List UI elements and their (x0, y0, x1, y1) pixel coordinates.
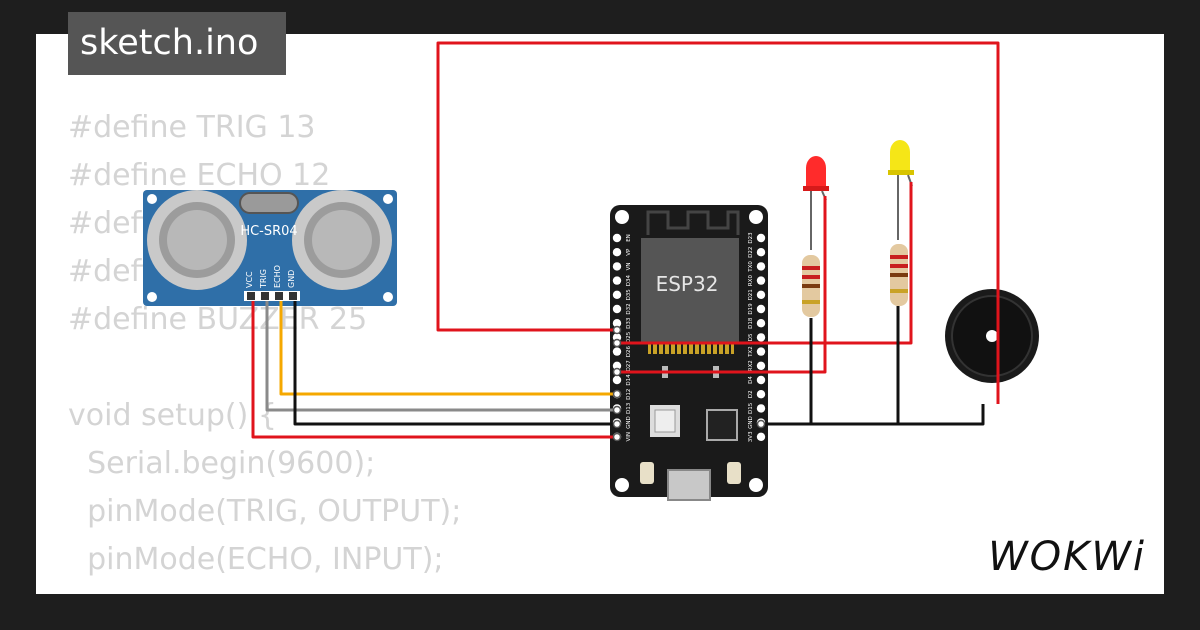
code-line: #define TRIG 13 (68, 110, 316, 145)
board-pin-label: VP (626, 248, 632, 256)
board-pin-d19[interactable] (756, 304, 766, 314)
board-pin-label: EN (626, 234, 632, 242)
wire-gnd-rail (761, 404, 985, 426)
board-pin-d21[interactable] (756, 290, 766, 299)
red-led[interactable] (803, 156, 829, 250)
board-pin-d15[interactable] (756, 404, 766, 413)
board-pin-3v3[interactable] (756, 432, 766, 441)
board-pin-d2[interactable] (756, 390, 766, 399)
board-pin-label: D25 (626, 331, 632, 343)
file-tab[interactable]: sketch.ino (68, 12, 286, 75)
board-pin-label: RX2 (748, 360, 754, 371)
board-pin-d34[interactable] (612, 276, 622, 285)
board-pin-label: D22 (748, 247, 754, 258)
wire-trig (265, 301, 617, 412)
board-pin-label: D5 (748, 333, 754, 341)
board-pin-d23[interactable] (756, 233, 766, 243)
code-line: #define ECHO 12 (68, 158, 331, 193)
board-pin-d33[interactable] (612, 319, 622, 328)
board-pin-en[interactable] (612, 233, 622, 243)
code-line: Serial.begin(9600); (68, 446, 376, 481)
board-pin-label: TX0 (748, 261, 754, 273)
board-pin-label: D4 (748, 376, 754, 384)
board-pin-d5[interactable] (756, 333, 766, 342)
board-pin-label: RX0 (748, 275, 754, 287)
board-pin-label: 3V3 (748, 431, 754, 442)
board-pin-vn[interactable] (612, 262, 622, 271)
sensor-pin-gnd: GND (287, 270, 296, 288)
board-pin-d32[interactable] (612, 304, 622, 314)
board-pin-rx0[interactable] (756, 276, 766, 285)
board-pin-label: D13 (626, 402, 632, 414)
board-pin-d4[interactable] (756, 375, 766, 385)
board-label: ESP32 (656, 272, 719, 296)
board-pin-d18[interactable] (756, 319, 766, 328)
wire-gnd-sensor (293, 301, 617, 426)
board-pin-d22[interactable] (756, 248, 766, 257)
yellow-led[interactable] (888, 140, 914, 240)
wire-echo (279, 301, 617, 396)
board-pin-label: D35 (626, 289, 632, 301)
board-pin-label: D32 (626, 303, 632, 314)
sensor-pin-trig: TRIG (259, 269, 268, 289)
board-pin-tx0[interactable] (756, 262, 766, 271)
code-line: pinMode(TRIG, OUTPUT); (68, 494, 462, 529)
board-pin-label: D18 (748, 317, 754, 329)
board-pin-d35[interactable] (612, 290, 622, 299)
ultrasonic-sensor[interactable]: HC-SR04 VCC TRIG ECHO GND (143, 190, 397, 306)
board-pin-label: D21 (748, 289, 754, 300)
code-line: pinMode(LED1, OUTPUT); (68, 584, 468, 594)
sensor-pin-echo: ECHO (273, 265, 282, 288)
board-pin-label: D2 (748, 390, 754, 398)
wire-led2 (617, 182, 913, 345)
board-pin-label: D23 (748, 232, 754, 244)
board-pin-label: D34 (626, 274, 632, 286)
board-pin-label: D19 (748, 303, 754, 315)
board-pin-rx2[interactable] (756, 361, 766, 370)
code-line: pinMode(ECHO, INPUT); (68, 542, 444, 577)
sensor-label: HC-SR04 (240, 224, 297, 239)
board-pin-label: GND (748, 416, 754, 429)
wire-buzzer-signal (436, 41, 1000, 404)
board-pin-d26[interactable] (612, 347, 622, 356)
board-pin-label: D26 (626, 345, 632, 357)
board-pin-label: TX2 (748, 346, 754, 358)
code-line: #define BUZZER 25 (68, 302, 368, 337)
wire-led1 (617, 196, 827, 374)
board-pin-label: VN (626, 262, 632, 270)
resistor-1[interactable] (802, 255, 820, 317)
board-pin-label: VIN (626, 432, 632, 442)
esp32-board[interactable]: ESP32 ENVPVND34D35D32D33D25D26D27D14D12D… (610, 205, 768, 501)
board-pin-label: GND (626, 416, 632, 429)
code-line: void setup() { (68, 398, 277, 433)
board-pin-vp[interactable] (612, 248, 622, 257)
board-pin-tx2[interactable] (756, 347, 766, 356)
sensor-pin-vcc: VCC (245, 271, 254, 288)
wire-vcc (251, 301, 617, 439)
board-pin-label: D15 (748, 402, 754, 414)
board-pin-label: D33 (626, 317, 632, 329)
board-pin-label: D27 (626, 360, 632, 372)
buzzer[interactable] (945, 289, 1039, 383)
sensor-left-transducer (147, 190, 247, 290)
wires (251, 41, 1000, 439)
wokwi-logo: WOKWi (988, 534, 1146, 580)
file-tab-title: sketch.ino (80, 23, 259, 63)
board-pin-d14[interactable] (612, 375, 622, 385)
board-pin-label: D14 (626, 374, 632, 386)
resistor-2[interactable] (890, 244, 908, 306)
board-pin-label: D12 (626, 389, 632, 400)
board-pin-d27[interactable] (612, 361, 622, 370)
sensor-right-transducer (292, 190, 392, 290)
